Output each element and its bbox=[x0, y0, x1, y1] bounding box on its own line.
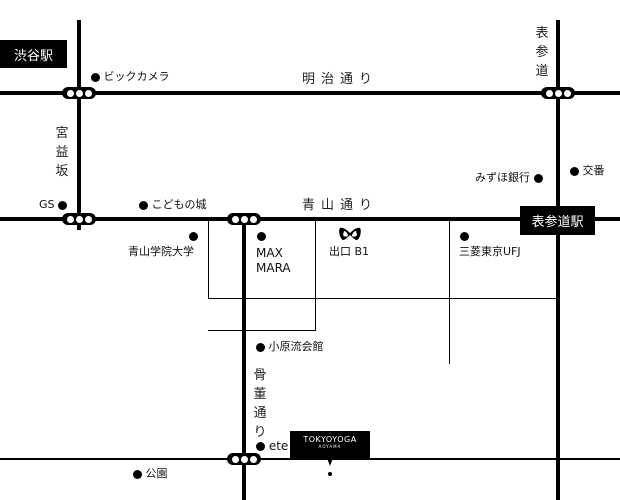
aoyama-dori-road bbox=[0, 217, 620, 221]
miyamasuzaka-road bbox=[77, 20, 81, 230]
destination-pointer-icon bbox=[327, 458, 333, 466]
location-dot-icon bbox=[189, 232, 198, 241]
traffic-signal-icon bbox=[541, 87, 575, 99]
tokyoyoga-destination-marker[interactable]: TOKYOYOGA AOYAMA bbox=[290, 431, 370, 458]
shibuya-station-label: 渋谷駅 bbox=[0, 40, 67, 68]
kotto-dori-label: 骨 董 通 り bbox=[253, 368, 267, 440]
aoyama-dori-label: 青山通り bbox=[302, 198, 379, 213]
location-dot-icon bbox=[91, 72, 100, 82]
traffic-signal-icon bbox=[227, 213, 261, 225]
bottom-road bbox=[0, 458, 620, 460]
destination-point-icon bbox=[328, 472, 332, 476]
landmark-gs: GS bbox=[39, 198, 68, 211]
metro-icon bbox=[338, 226, 362, 240]
landmark-max-mara: MAX MARA bbox=[256, 246, 291, 275]
location-dot-icon bbox=[133, 469, 142, 479]
location-dot-icon bbox=[58, 200, 68, 210]
landmark-mitsubishi-ufj: 三菱東京UFJ bbox=[459, 245, 521, 258]
landmark-kodomo-no-shiro: こどもの城 bbox=[139, 198, 207, 211]
landmark-bic-camera: ビックカメラ bbox=[91, 70, 170, 83]
miyamasuzaka-label: 宮 益 坂 bbox=[55, 126, 69, 179]
landmark-koban: 交番 bbox=[570, 164, 605, 177]
landmark-park: 公園 bbox=[133, 467, 168, 480]
omotesando-road-label: 表 参 道 bbox=[535, 26, 549, 79]
traffic-signal-icon bbox=[62, 213, 96, 225]
landmark-ohara-kaikan: 小原流会館 bbox=[256, 340, 324, 353]
side-street bbox=[315, 219, 316, 331]
side-street bbox=[208, 219, 209, 299]
location-dot-icon bbox=[257, 232, 266, 241]
location-dot-icon bbox=[256, 442, 265, 451]
side-street bbox=[208, 330, 316, 331]
traffic-signal-icon bbox=[227, 453, 261, 465]
traffic-signal-icon bbox=[62, 87, 96, 99]
side-street bbox=[449, 219, 450, 364]
location-dot-icon bbox=[460, 232, 469, 241]
kotto-dori-road bbox=[242, 217, 246, 500]
side-street bbox=[208, 298, 558, 299]
location-dot-icon bbox=[570, 166, 579, 176]
location-dot-icon bbox=[139, 200, 148, 210]
landmark-mizuho: みずほ銀行 bbox=[475, 171, 543, 184]
omotesando-station-label: 表参道駅 bbox=[520, 206, 595, 235]
omotesando-road bbox=[556, 20, 560, 500]
meiji-dori-label: 明治通り bbox=[302, 72, 379, 87]
landmark-aoyama-gakuin: 青山学院大学 bbox=[128, 245, 194, 258]
location-dot-icon bbox=[533, 173, 543, 183]
landmark-ete: ete bbox=[256, 440, 288, 453]
metro-exit-b1-label: 出口 B1 bbox=[329, 245, 370, 258]
meiji-dori-road bbox=[0, 91, 620, 95]
location-dot-icon bbox=[256, 342, 265, 352]
